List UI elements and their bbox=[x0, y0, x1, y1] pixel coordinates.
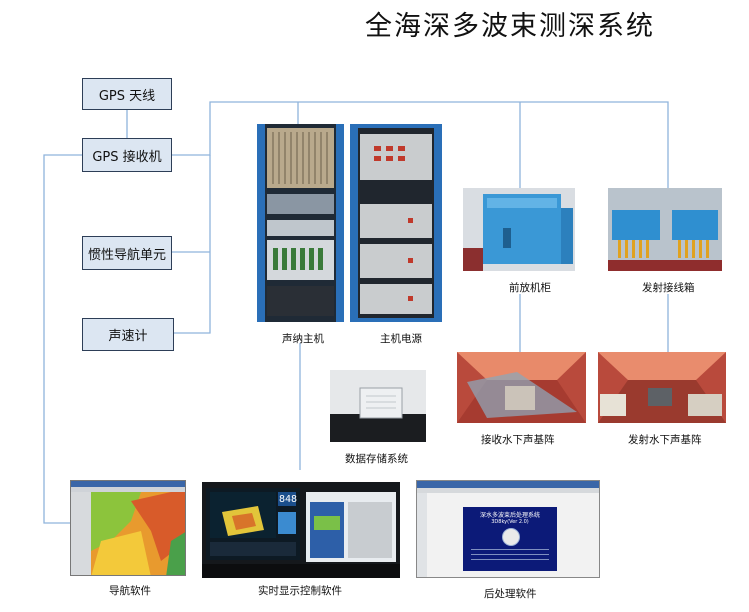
host-power-photo bbox=[350, 124, 442, 322]
gps-receiver-box: GPS 接收机 bbox=[82, 138, 172, 172]
caption-host-power: 主机电源 bbox=[380, 333, 422, 345]
line-bus-top bbox=[172, 101, 669, 188]
tx-array-photo bbox=[598, 352, 726, 423]
caption-postproc-software: 后处理软件 bbox=[484, 588, 537, 600]
postproc-software-screenshot: 深水多波束后处理系统 3D8ky(Ver 2.0) bbox=[416, 480, 600, 578]
page-title: 全海深多波束测深系统 bbox=[365, 11, 655, 42]
gps-antenna-box: GPS 天线 bbox=[82, 78, 172, 110]
data-storage-photo bbox=[330, 370, 426, 442]
realtime-readout: 848 bbox=[279, 494, 298, 505]
postproc-logo-icon bbox=[502, 528, 520, 546]
postproc-splash-title: 深水多波束后处理系统 bbox=[479, 512, 540, 519]
preamp-cabinet-photo bbox=[463, 188, 575, 271]
caption-rx-array: 接收水下声基阵 bbox=[481, 434, 555, 446]
nav-software-screenshot bbox=[70, 480, 186, 576]
sonar-host-photo bbox=[257, 124, 344, 322]
line-svp-bus bbox=[174, 155, 211, 334]
postproc-splash-version: 3D8ky(Ver 2.0) bbox=[491, 519, 529, 525]
rx-array-photo bbox=[457, 352, 586, 423]
ins-unit-box: 惯性导航单元 bbox=[82, 236, 172, 270]
postproc-splash: 深水多波束后处理系统 3D8ky(Ver 2.0) bbox=[463, 507, 557, 571]
caption-tx-junction-box: 发射接线箱 bbox=[642, 282, 695, 294]
tx-junction-box-photo bbox=[608, 188, 722, 271]
caption-tx-array: 发射水下声基阵 bbox=[628, 434, 702, 446]
caption-data-storage: 数据存储系统 bbox=[345, 453, 408, 465]
caption-realtime-software: 实时显示控制软件 bbox=[258, 585, 342, 597]
caption-sonar-host: 声纳主机 bbox=[282, 333, 324, 345]
realtime-software-photo: 848 bbox=[202, 482, 400, 578]
caption-preamp-cabinet: 前放机柜 bbox=[509, 282, 551, 294]
caption-nav-software: 导航软件 bbox=[109, 585, 151, 597]
svp-box: 声速计 bbox=[82, 318, 174, 351]
line-receiver-nav-software bbox=[43, 154, 82, 524]
